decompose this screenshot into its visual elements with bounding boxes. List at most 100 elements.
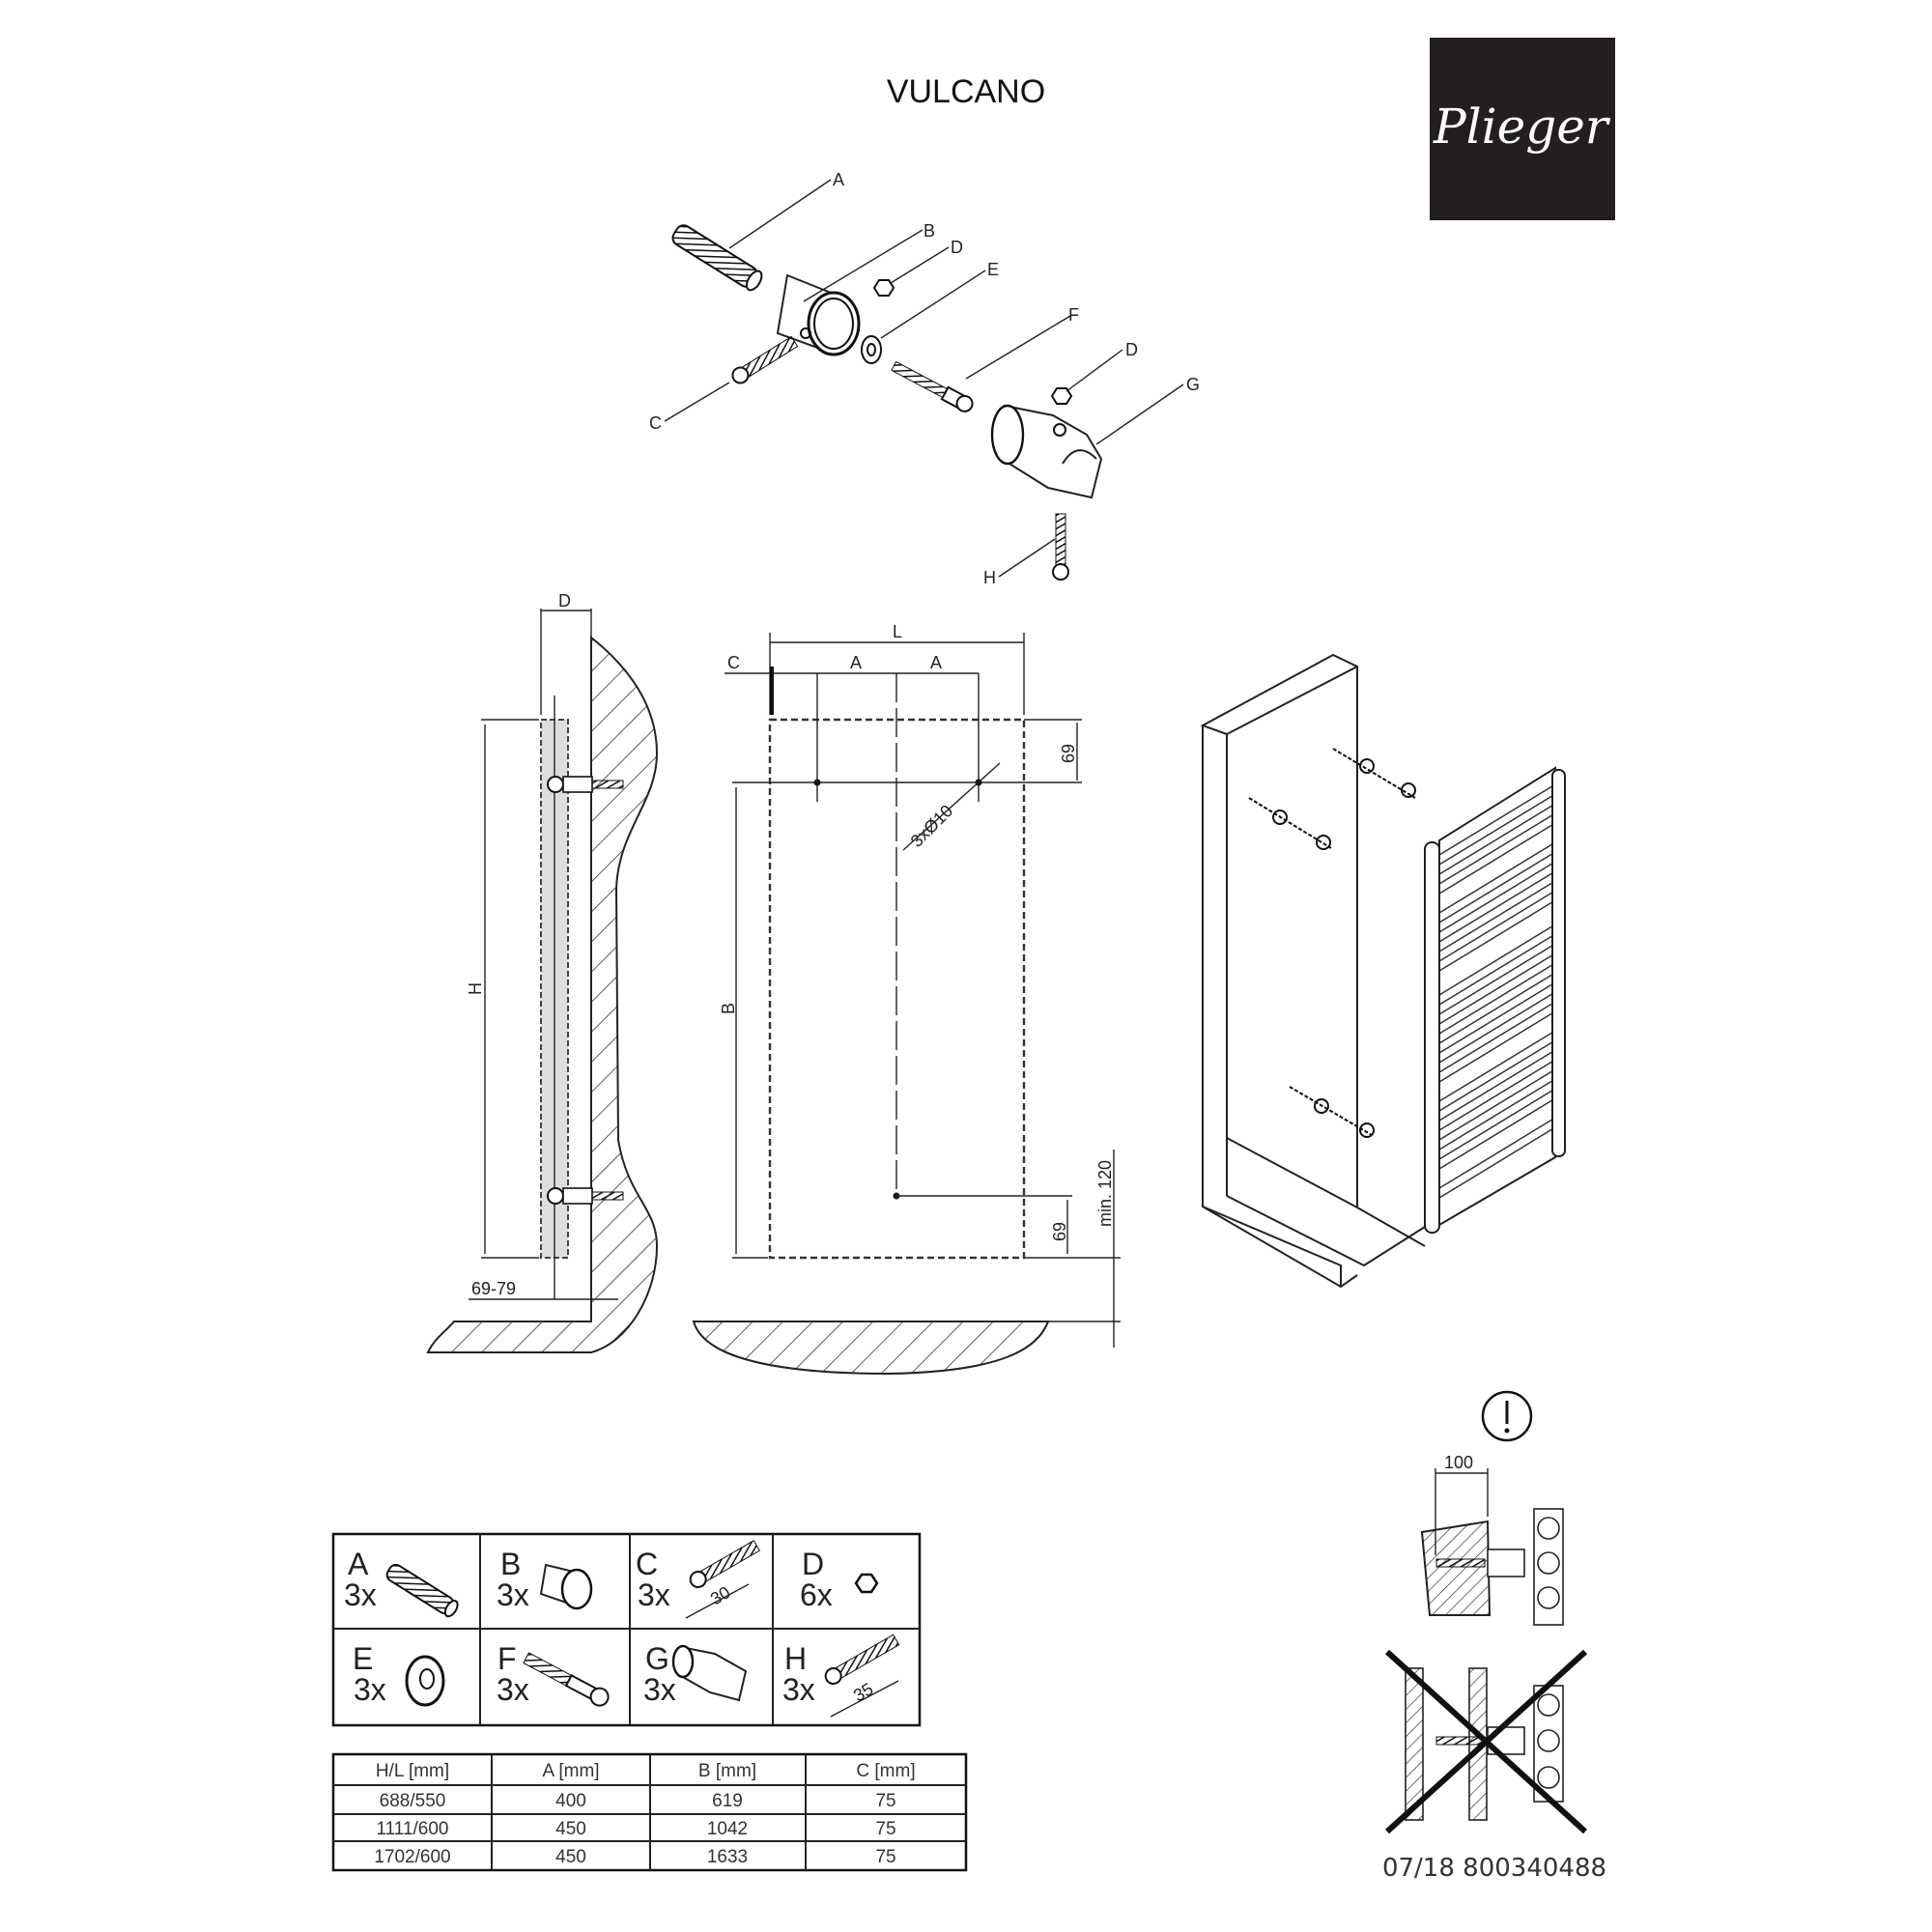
incorrect-mounting-diagram xyxy=(1384,1649,1588,1834)
distance-label: 100 xyxy=(1444,1453,1473,1472)
header-cell: A [mm] xyxy=(542,1761,599,1781)
document-code: 07/18 800340488 xyxy=(1382,1854,1606,1883)
part-letter: E xyxy=(353,1641,373,1676)
dowel-a-icon xyxy=(671,224,763,292)
cell: 688/550 xyxy=(380,1791,446,1811)
header-cell: B [mm] xyxy=(698,1761,756,1781)
part-letter: D xyxy=(802,1547,824,1581)
nut-icon xyxy=(854,1573,879,1594)
a-label-2: A xyxy=(930,653,942,672)
part-letter: B xyxy=(500,1547,521,1581)
document-title: VULCANO xyxy=(887,73,1045,110)
exploded-view: A B C D E F D xyxy=(649,170,1200,587)
part-qty: 3x xyxy=(497,1577,529,1612)
label-c: C xyxy=(649,413,662,433)
part-letter: F xyxy=(497,1641,517,1676)
isometric-view xyxy=(1200,653,1566,1289)
header-cell: C [mm] xyxy=(856,1761,915,1781)
specs-table: H/L [mm] A [mm] B [mm] C [mm] 688/550 40… xyxy=(331,1752,968,1872)
part-qty: 3x xyxy=(782,1672,815,1707)
screw-c-icon xyxy=(731,335,799,384)
part-a: A 3x xyxy=(344,1547,459,1618)
part-e: E 3x xyxy=(353,1641,445,1707)
exclamation-icon xyxy=(1481,1390,1533,1442)
part-d: D 6x xyxy=(800,1547,879,1612)
side-offset-label: 69-79 xyxy=(471,1279,516,1298)
part-qty: 3x xyxy=(638,1577,670,1612)
label-a: A xyxy=(833,170,844,189)
screw-icon xyxy=(689,1540,760,1588)
cylinder-icon xyxy=(539,1563,593,1610)
b-label: B xyxy=(719,1003,738,1014)
cell: 75 xyxy=(875,1847,895,1867)
cell: 400 xyxy=(555,1791,586,1811)
label-d: D xyxy=(951,238,963,257)
cell: 75 xyxy=(875,1791,895,1811)
part-letter: G xyxy=(645,1641,669,1676)
screw-icon xyxy=(824,1634,900,1685)
cross-icon xyxy=(1384,1649,1588,1834)
washer-e-icon xyxy=(861,335,882,364)
cell: 1042 xyxy=(707,1819,748,1839)
label-d-2: D xyxy=(1125,340,1138,359)
nut-d2-icon xyxy=(1050,387,1073,405)
warning-section: 100 xyxy=(1384,1390,1588,1834)
header-cell: H/L [mm] xyxy=(376,1761,449,1781)
table-row: 688/550 400 619 75 xyxy=(380,1791,896,1811)
clip-g-icon xyxy=(990,404,1103,499)
bracket-top-icon xyxy=(547,776,624,793)
front-view: L C A A 3xØ10 B 69 69 min. 120 xyxy=(692,622,1121,1376)
clip-icon xyxy=(671,1644,748,1702)
parts-table: A 3x B 3x C 3x 30 D 6x E 3x F 3x xyxy=(331,1532,922,1727)
part-h: H 3x 35 xyxy=(782,1634,900,1718)
top-offset-label: 69 xyxy=(1059,744,1078,763)
part-b: B 3x xyxy=(497,1547,593,1612)
logo-text: Plieger xyxy=(1433,99,1611,155)
label-g: G xyxy=(1186,375,1200,394)
specs-header-row: H/L [mm] A [mm] B [mm] C [mm] xyxy=(376,1761,916,1781)
part-letter: H xyxy=(784,1641,807,1676)
screw-f-icon xyxy=(891,360,974,412)
plieger-logo: Plieger xyxy=(1430,38,1615,220)
correct-mounting-diagram: 100 xyxy=(1420,1453,1564,1626)
label-h: H xyxy=(983,568,996,587)
part-g: G 3x xyxy=(643,1641,748,1707)
label-b: B xyxy=(923,221,935,241)
washer-icon xyxy=(405,1655,445,1707)
bottom-offset-label: 69 xyxy=(1050,1222,1069,1241)
cylinder-b-icon xyxy=(776,273,861,356)
floor-clearance-label: min. 120 xyxy=(1095,1160,1115,1227)
holes-label: 3xØ10 xyxy=(907,801,957,851)
part-size: 35 xyxy=(850,1679,876,1705)
dowel-icon xyxy=(385,1563,459,1618)
screw-icon xyxy=(523,1652,610,1707)
part-qty: 6x xyxy=(800,1577,833,1612)
part-c: C 3x 30 xyxy=(636,1540,760,1619)
a-label-1: A xyxy=(850,653,862,672)
part-qty: 3x xyxy=(643,1672,676,1707)
label-e: E xyxy=(987,260,999,279)
part-qty: 3x xyxy=(344,1577,377,1612)
screw-h-icon xyxy=(1052,513,1069,581)
towel-rail-bars xyxy=(1438,783,1556,1199)
part-letter: A xyxy=(348,1547,369,1581)
table-row: 1702/600 450 1633 75 xyxy=(374,1847,895,1867)
c-label: C xyxy=(727,653,740,672)
side-view: D H 69-79 xyxy=(426,591,659,1353)
cell: 1702/600 xyxy=(374,1847,450,1867)
cell: 619 xyxy=(712,1791,743,1811)
part-qty: 3x xyxy=(497,1672,529,1707)
cell: 450 xyxy=(555,1819,586,1839)
side-height-label: H xyxy=(466,982,485,995)
cell: 450 xyxy=(555,1847,586,1867)
part-f: F 3x xyxy=(497,1641,610,1707)
cell: 1111/600 xyxy=(376,1819,448,1839)
cell: 1633 xyxy=(707,1847,748,1867)
nut-d-icon xyxy=(872,279,895,297)
length-label: L xyxy=(893,622,902,641)
part-letter: C xyxy=(636,1547,658,1581)
bracket-bottom-icon xyxy=(547,1187,624,1205)
part-qty: 3x xyxy=(354,1672,386,1707)
table-row: 1111/600 450 1042 75 xyxy=(376,1819,895,1839)
